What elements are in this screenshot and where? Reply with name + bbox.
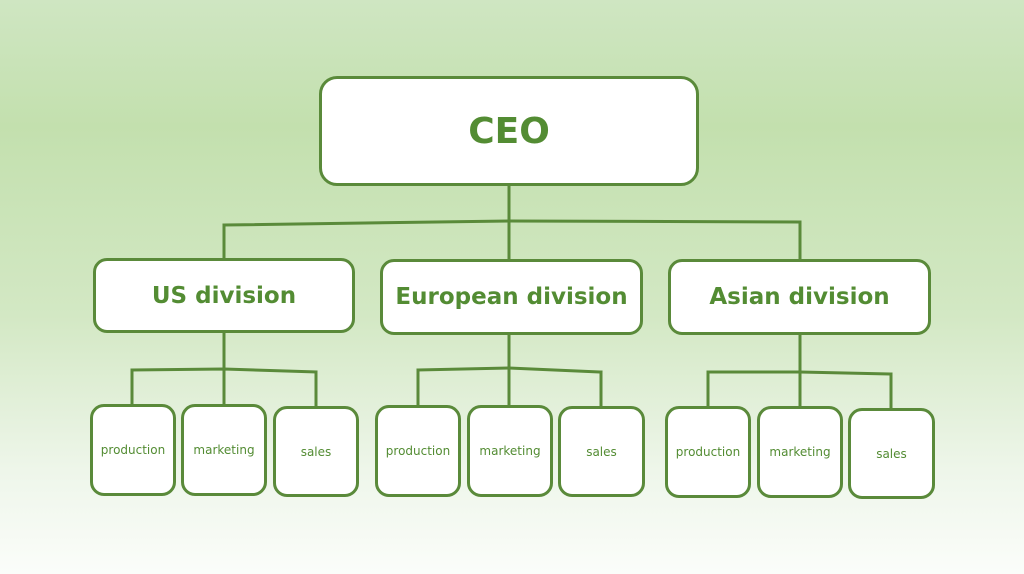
us-sales-box: sales [273, 406, 359, 497]
asian-production-label: production [675, 445, 741, 459]
us-marketing-label: marketing [193, 443, 255, 457]
us-division-box: US division [93, 258, 355, 333]
european-production-label: production [385, 444, 451, 458]
us-sales-label: sales [300, 444, 332, 459]
european-sales-box: sales [558, 406, 645, 497]
asian-production-box: production [665, 406, 751, 498]
european-marketing-label: marketing [479, 444, 541, 458]
ceo-label: CEO [468, 110, 550, 152]
european-sales-label: sales [586, 444, 617, 459]
european-division-box: European division [380, 259, 643, 335]
european-division-label: European division [395, 284, 628, 310]
asian-division-box: Asian division [668, 259, 931, 335]
connector-division-bus [222, 219, 802, 227]
asian-sales-label: sales [876, 446, 907, 461]
asian-sales-box: sales [848, 408, 935, 499]
asian-marketing-box: marketing [757, 406, 843, 498]
us-production-box: production [90, 404, 176, 496]
european-production-box: production [375, 405, 461, 497]
us-division-label: US division [151, 282, 297, 309]
asian-marketing-label: marketing [769, 445, 831, 459]
us-production-label: production [100, 443, 166, 457]
european-marketing-box: marketing [467, 405, 553, 497]
asian-division-label: Asian division [709, 284, 890, 310]
us-marketing-box: marketing [181, 404, 267, 496]
ceo-box: CEO [319, 76, 699, 186]
